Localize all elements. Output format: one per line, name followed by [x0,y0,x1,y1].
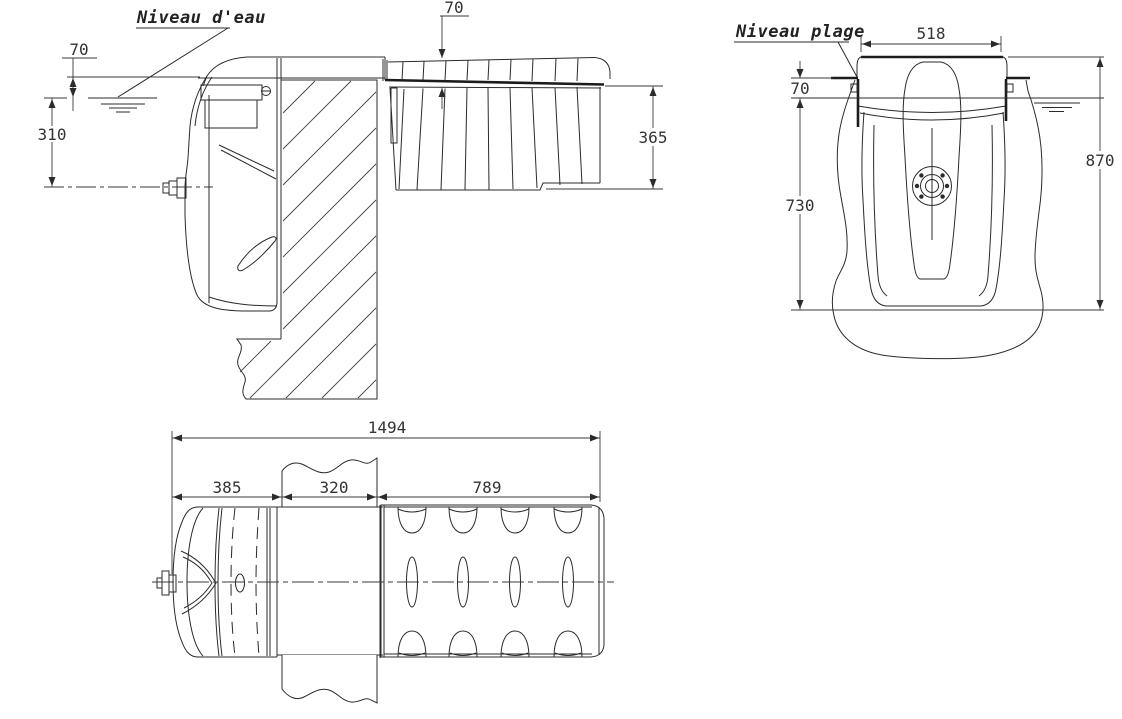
pool-wall-hatch [239,80,377,399]
water-level-leader-line [117,27,229,98]
front-view: Niveau plage 518 [734,22,1120,360]
inner-wall-line-left [873,124,888,297]
dimension-side-70-value: 70 [69,40,88,59]
small-port-plan [235,573,245,593]
outer-shell-front [831,79,1044,360]
lid-slot-pattern [397,506,583,658]
nozzle-cone-plan [180,550,217,615]
dimension-front-70-value: 70 [790,79,809,98]
dimension-plan-1494: 1494 [171,418,601,574]
dimension-side-310: 310 [36,97,69,187]
nozzle-pod-front [902,61,962,280]
lid-seal-line [384,78,605,86]
dimension-basket-365: 365 [546,85,672,190]
dimension-front-870-value: 870 [1086,151,1115,170]
plan-view: 1494 385 320 789 [152,418,614,704]
dimension-plan-320-value: 320 [320,478,349,497]
pump-lid-side [198,56,386,87]
basket-bracket [390,87,398,144]
wall-break-bottom [281,655,378,704]
deck-lid-side [382,57,611,89]
deck-level-leader-line [837,41,858,78]
dimension-plan-789-value: 789 [473,478,502,497]
dimension-plan-385-value: 385 [213,478,242,497]
mount-clip-right [1006,83,1014,93]
filter-basket-side [389,86,601,191]
internal-vane-line [218,144,275,172]
pool-wall-section [236,79,378,400]
dimension-front-70: 70 [790,61,833,98]
skimmer-throat-box [204,99,258,129]
deck-lid-plan [380,504,605,658]
impeller-blade-curve [237,236,277,272]
deck-brackets [831,76,1030,127]
dimension-front-730-value: 730 [786,196,815,215]
water-level-label: Niveau d'eau [136,8,266,28]
inner-tank-front [861,111,1006,307]
dimension-basket-365-value: 365 [639,128,668,147]
pump-body-side [162,58,282,339]
water-symbol-front [1034,102,1080,112]
nozzle-flange [912,166,952,206]
dimension-front-870: 870 [1008,56,1120,310]
dimension-plan-1494-value: 1494 [368,418,407,437]
dimension-lid-70-value: 70 [444,0,463,17]
skimmer-throat-top [200,84,263,101]
deck-level-label: Niveau plage [735,22,865,42]
top-cap-front [856,55,1008,121]
dimension-lid-70: 70 [438,0,469,109]
wall-break-top [281,457,378,507]
wall-band-plan [277,505,383,658]
dimension-plan-sub: 385 320 789 [172,478,600,501]
water-symbol [101,103,145,113]
nozzle-fitting-plan [161,570,170,596]
dimension-front-518: 518 [860,24,1002,52]
side-section-view: Niveau d'eau 70 310 [36,0,672,400]
dimension-front-730: 730 [781,98,819,310]
dimension-side-70: 70 [62,40,97,111]
inner-wall-line-right [978,124,993,297]
dimension-front-518-value: 518 [917,24,946,43]
dimension-side-310-value: 310 [38,125,67,144]
